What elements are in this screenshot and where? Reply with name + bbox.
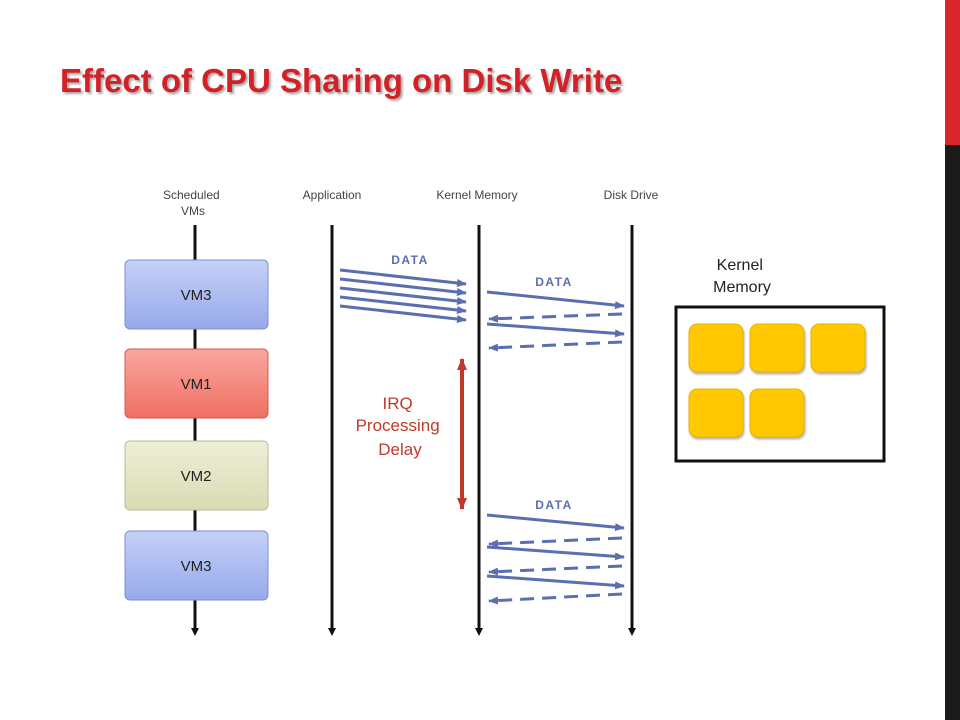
data-arrow [486, 545, 625, 561]
data-arrow [339, 277, 467, 296]
app-to-kernel-arrows [339, 268, 467, 323]
data-label-kernel-to-disk-1: DATA [535, 275, 573, 289]
vm-label: VM2 [181, 468, 212, 485]
lane-label-scheduled-line2: VMs [181, 204, 205, 218]
lane-label-application: Application [303, 188, 362, 202]
vm-box-2: VM1 [124, 348, 269, 419]
ack-arrow [488, 536, 623, 548]
vm-box-4: VM3 [124, 530, 269, 601]
ack-arrow [488, 340, 623, 352]
vm-box-3: VM2 [124, 440, 269, 511]
lane-label-kernel-memory: Kernel Memory [436, 188, 517, 202]
vm-label: VM1 [181, 376, 212, 393]
kernel-memory-title-line: Kernel [717, 257, 763, 274]
lane-label-scheduled-vms: Scheduled VMs [163, 188, 223, 218]
irq-delay-label: IRQ Processing Delay [356, 394, 445, 459]
memory-block [688, 388, 744, 438]
kernel-memory-title-line: Memory [713, 279, 771, 296]
irq-label-line: Delay [378, 440, 422, 459]
data-arrow [486, 513, 625, 532]
vm-label: VM3 [181, 287, 212, 304]
side-accent-bar-red [945, 0, 960, 145]
ack-arrow [488, 312, 623, 323]
kernel-disk-arrows-2 [486, 513, 625, 605]
data-label-kernel-to-disk-2: DATA [535, 498, 573, 512]
data-arrow [486, 574, 625, 590]
data-arrow [339, 295, 467, 314]
data-arrow [339, 286, 467, 305]
data-arrow [339, 304, 467, 323]
kernel-memory-box-title: Kernel Memory [713, 257, 771, 296]
irq-label-line: Processing [356, 416, 440, 435]
slide-title: Effect of CPU Sharing on Disk Write [60, 62, 623, 99]
data-arrow [486, 290, 625, 310]
data-arrow [486, 322, 625, 338]
side-accent-bar [945, 0, 960, 720]
ack-arrow [488, 564, 623, 576]
kernel-disk-arrows-1 [486, 290, 625, 352]
memory-blocks [688, 323, 866, 438]
memory-block [749, 388, 805, 438]
irq-label-line: IRQ [383, 394, 413, 413]
lane-label-scheduled-line1: Scheduled [163, 188, 220, 202]
memory-block [749, 323, 805, 373]
data-label-app-to-kernel: DATA [391, 253, 429, 267]
lane-label-disk-drive: Disk Drive [604, 188, 659, 202]
vm-label: VM3 [181, 558, 212, 575]
memory-block [688, 323, 744, 373]
vm-box-1: VM3 [124, 259, 269, 330]
data-arrow [339, 268, 467, 287]
memory-block [810, 323, 866, 373]
ack-arrow [488, 592, 623, 605]
